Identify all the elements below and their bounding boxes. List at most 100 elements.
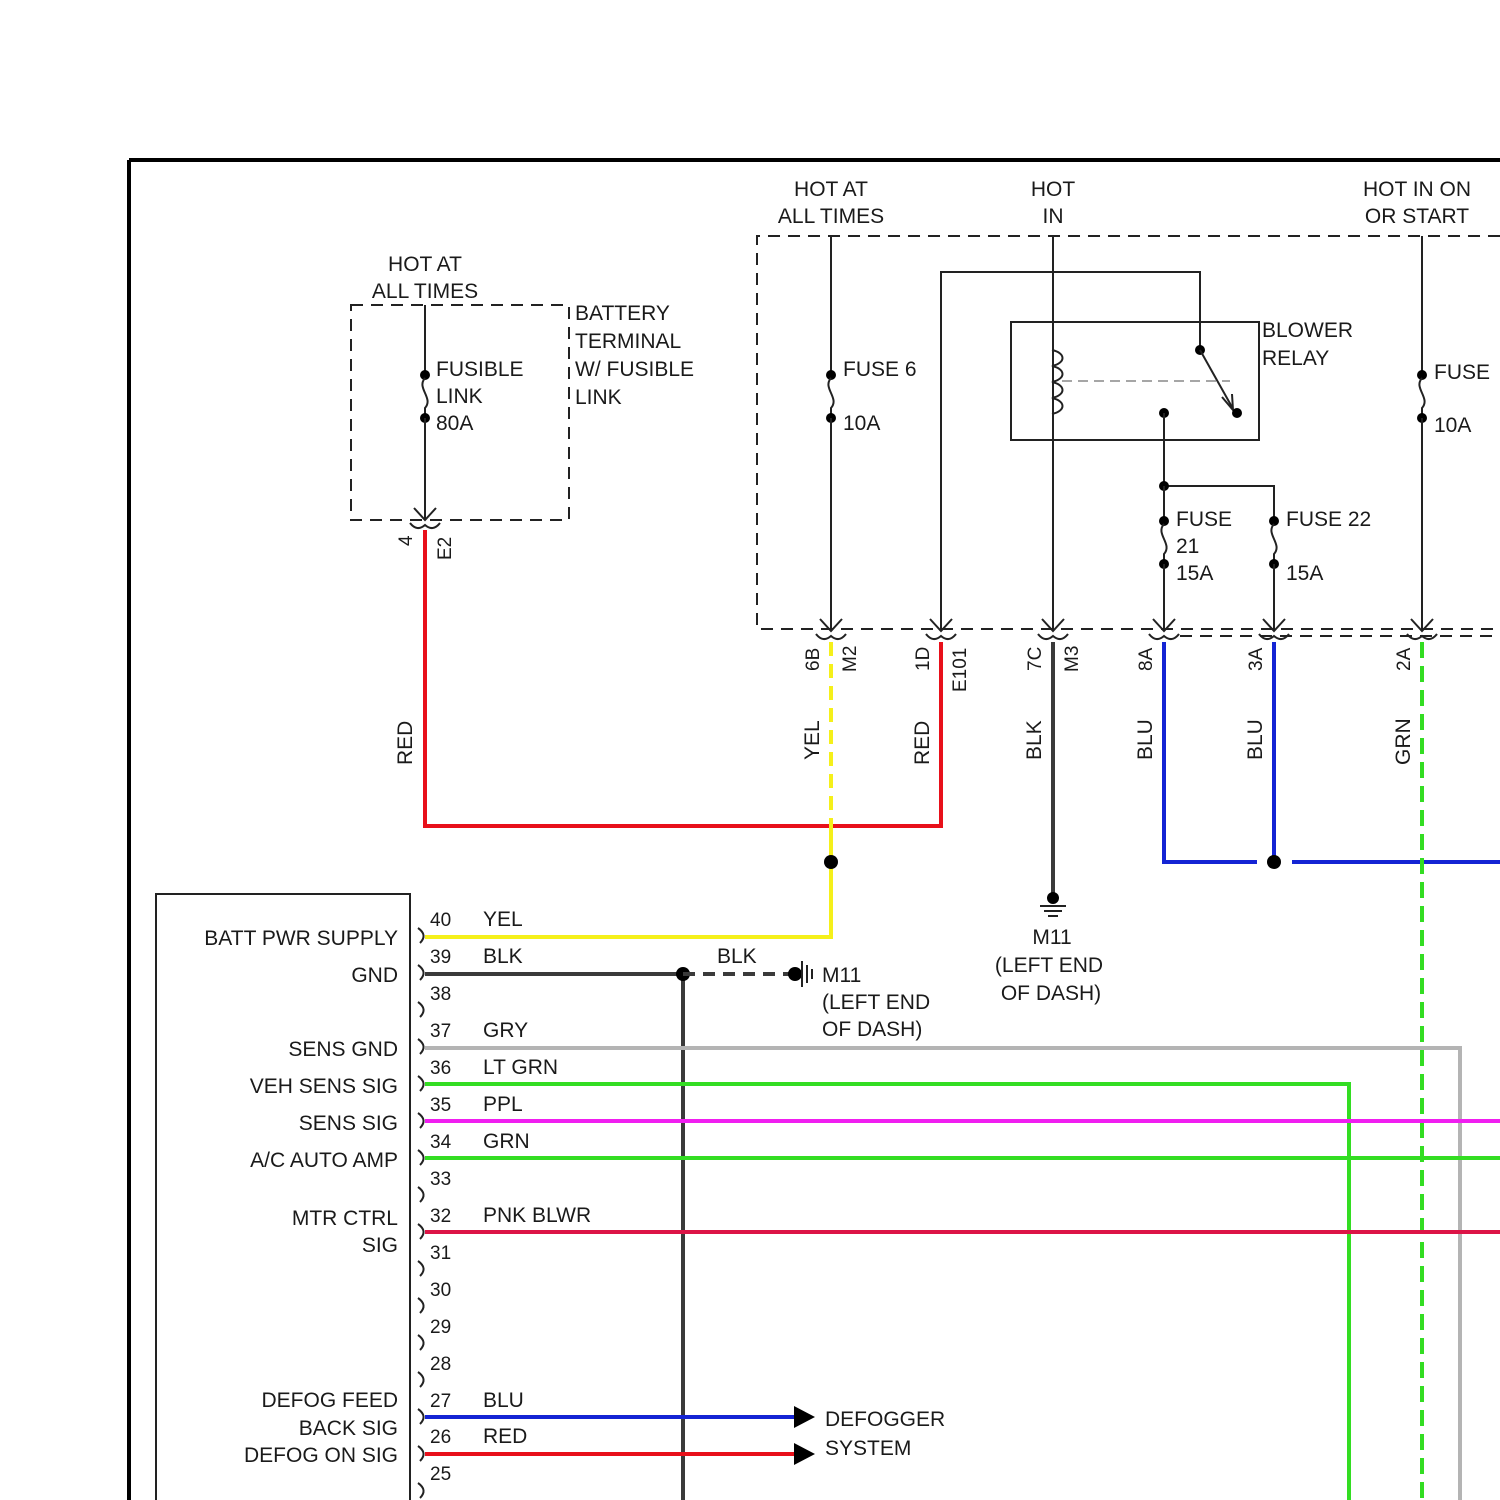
- pin-25: 25: [430, 1464, 451, 1485]
- connector-e2: [410, 523, 440, 528]
- pin-39: 39: [430, 947, 451, 968]
- pin-30: 30: [430, 1280, 451, 1301]
- fuse22-l1: FUSE 22: [1286, 508, 1371, 531]
- term-2a-pin: 2A: [1394, 647, 1415, 671]
- fusible-label-1: FUSIBLE: [436, 358, 524, 381]
- wire-label-40: YEL: [483, 908, 523, 931]
- bt-hot-line2: ALL TIMES: [372, 280, 478, 303]
- fuse-right-symbol: [1419, 378, 1424, 418]
- pin-37: 37: [430, 1021, 451, 1042]
- fb-hot-all-1: HOT AT: [794, 178, 868, 201]
- defogger-label-1: DEFOGGER: [825, 1408, 945, 1431]
- term-8a-pin: 8A: [1136, 647, 1157, 671]
- term-6b-pin: 6B: [803, 648, 824, 671]
- module-pin-brackets: [418, 928, 424, 1498]
- fuse-box-group: HOT AT ALL TIMES HOT IN HOT IN ON OR STA…: [757, 178, 1500, 765]
- fb-hot-on-2: OR START: [1365, 205, 1469, 228]
- defogger-label-2: SYSTEM: [825, 1437, 911, 1460]
- func-defog-feed: DEFOG FEED: [261, 1389, 398, 1412]
- func-back-sig: BACK SIG: [299, 1417, 398, 1440]
- fuse6-rating: 10A: [843, 412, 880, 435]
- pin-26: 26: [430, 1427, 451, 1448]
- blu-splice: [1267, 855, 1281, 869]
- pin-31: 31: [430, 1243, 451, 1264]
- fuse-6-symbol: [828, 378, 833, 418]
- func-batt-pwr: BATT PWR SUPPLY: [204, 927, 398, 950]
- bt-title-4: LINK: [575, 386, 622, 409]
- module-wire-labels: YEL BLK GRY LT GRN PPL GRN PNK BLWR BLU …: [483, 908, 591, 1448]
- defog-arrow-2: [794, 1443, 815, 1465]
- pin-28: 28: [430, 1354, 451, 1375]
- red-battery-wire: [425, 530, 941, 826]
- func-sens-gnd: SENS GND: [288, 1038, 398, 1061]
- wire-label-36: LT GRN: [483, 1056, 558, 1079]
- ac-auto-amp-module: BATT PWR SUPPLY GND SENS GND VEH SENS SI…: [156, 894, 410, 1500]
- gry-wire: [425, 1048, 1460, 1500]
- pin-38: 38: [430, 984, 451, 1005]
- pin-35: 35: [430, 1095, 451, 1116]
- func-ac-auto: A/C AUTO AMP: [250, 1149, 398, 1172]
- wire-yel-label: YEL: [801, 720, 824, 760]
- fuse-21-symbol: [1161, 524, 1166, 564]
- fuse22-l2: 15A: [1286, 562, 1323, 585]
- fuse21-l2: 21: [1176, 535, 1199, 558]
- term-6b-conn: M2: [840, 646, 861, 672]
- ground-m11-dash-1: M11: [1032, 926, 1071, 949]
- func-defog-on: DEFOG ON SIG: [244, 1444, 398, 1467]
- ground-icon: [1040, 892, 1066, 916]
- yel-splice: [824, 855, 838, 869]
- fuse6-name: FUSE 6: [843, 358, 917, 381]
- pin-34: 34: [430, 1132, 452, 1153]
- fb-hot-in-1: HOT: [1031, 178, 1076, 201]
- func-gnd: GND: [351, 964, 398, 987]
- wire-label-27: BLU: [483, 1389, 524, 1412]
- ground-m11-dash-3: OF DASH): [1001, 982, 1101, 1005]
- pin-27: 27: [430, 1391, 451, 1412]
- module-pin-numbers: 40 39 38 37 36 35 34 33 32 31 30 29 28 2…: [430, 910, 452, 1485]
- term-1d-conn: E101: [950, 648, 971, 692]
- wire-label-35: PPL: [483, 1093, 523, 1116]
- pin-40: 40: [430, 910, 451, 931]
- wire-label-26: RED: [483, 1425, 527, 1448]
- ground-m11-left-1: M11: [822, 964, 861, 987]
- bt-pin: 4: [396, 535, 417, 546]
- wire-blk-label: BLK: [1023, 720, 1046, 760]
- func-sig: SIG: [362, 1234, 398, 1257]
- fuse-22-symbol: [1271, 524, 1276, 564]
- ground-icon-side: [802, 961, 812, 987]
- fusible-label-3: 80A: [436, 412, 473, 435]
- func-sens-sig: SENS SIG: [299, 1112, 398, 1135]
- bt-wire-color: RED: [394, 721, 417, 765]
- relay-label-2: RELAY: [1262, 347, 1329, 370]
- fusible-link-symbol: [422, 378, 427, 418]
- bt-title-2: TERMINAL: [575, 330, 681, 353]
- func-mtr-ctrl: MTR CTRL: [292, 1207, 398, 1230]
- fb-hot-on-1: HOT IN ON: [1363, 178, 1471, 201]
- pin-36: 36: [430, 1058, 451, 1079]
- term-7c-pin: 7C: [1025, 647, 1046, 671]
- term-3a-pin: 3A: [1246, 647, 1267, 671]
- bt-hot-line1: HOT AT: [388, 253, 462, 276]
- term-1d-pin: 1D: [913, 647, 934, 671]
- battery-terminal-group: HOT AT ALL TIMES FUSIBLE LINK 80A BATTER…: [351, 253, 694, 765]
- wire-label-32: PNK BLWR: [483, 1204, 591, 1227]
- pin-33: 33: [430, 1169, 451, 1190]
- pin-32: 32: [430, 1206, 451, 1227]
- fuse-right-l2: 10A: [1434, 414, 1471, 437]
- blk-dashed-label: BLK: [717, 945, 757, 968]
- wire-red-label: RED: [911, 721, 934, 765]
- fuse-right-l1: FUSE: [1434, 361, 1490, 384]
- fuse21-l1: FUSE: [1176, 508, 1232, 531]
- wire-label-39: BLK: [483, 945, 523, 968]
- pin-29: 29: [430, 1317, 451, 1338]
- bt-connector: E2: [435, 537, 456, 560]
- wire-label-37: GRY: [483, 1019, 528, 1042]
- func-veh-sens: VEH SENS SIG: [250, 1075, 398, 1098]
- ground-m11-dash-2: (LEFT END: [995, 954, 1103, 977]
- bt-title-1: BATTERY: [575, 302, 670, 325]
- relay-label-1: BLOWER: [1262, 319, 1353, 342]
- ground-m11-left-2: (LEFT END: [822, 991, 930, 1014]
- wire-label-34: GRN: [483, 1130, 530, 1153]
- ground-m11-left-3: OF DASH): [822, 1018, 922, 1041]
